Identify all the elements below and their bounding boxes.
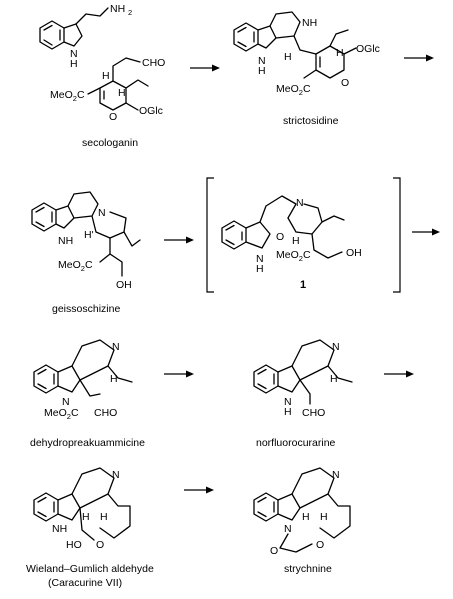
nh2-label: NH: [110, 3, 125, 15]
wieland-name: Wieland–Gumlich aldehyde: [26, 563, 154, 575]
strychnine-n1-label: N: [284, 523, 292, 535]
strychnine-h2-label: H: [302, 511, 310, 523]
strictosidine-h2: H: [336, 47, 344, 59]
arrow-6: [384, 370, 414, 378]
arrow-3: [164, 236, 194, 244]
strychnine-ether-o: O: [316, 539, 324, 551]
wieland-h2-label: H: [82, 511, 90, 523]
geissoschizine-meo2c: MeO2C: [58, 259, 93, 273]
geissoschizine-nh-label: NH: [58, 235, 73, 247]
intermediate-h-label: H: [292, 235, 300, 247]
oglc-label: OGlc: [139, 105, 163, 117]
strictosidine-ring-o: O: [341, 77, 349, 89]
strictosidine-indole-n: N: [258, 55, 266, 67]
wieland-ring-o: O: [96, 539, 104, 551]
intermediate-o-label: O: [276, 231, 284, 243]
tryptamine-structure: NH 2 N H: [39, 3, 132, 70]
geissoschizine-h-prime: H': [84, 229, 94, 241]
arrow-2: [404, 54, 434, 62]
arrow-4: [412, 228, 440, 236]
strictosidine-h1: H: [284, 51, 292, 63]
arrow-7: [184, 486, 214, 494]
arrow-1: [190, 64, 220, 72]
strychnine-name: strychnine: [284, 563, 332, 575]
strictosidine-meo2c: MeO2C: [276, 83, 311, 97]
strychnine-structure: N N H H O O strychnine: [253, 467, 351, 575]
intermediate-meo2c: MeO2C: [276, 249, 311, 263]
norfluoro-nh-n: N: [284, 396, 292, 408]
strychnine-h-label: H: [320, 511, 328, 523]
wieland-subname: (Caracurine VII): [48, 577, 122, 589]
wieland-structure: NH N H H HO O Wieland–Gumlich aldehyde (…: [26, 467, 154, 589]
norfluoro-name: norfluorocurarine: [256, 437, 336, 449]
meo2c-label: MeO2C: [50, 89, 85, 103]
wieland-n-label: N: [112, 469, 120, 481]
intermediate-nh-n: N: [256, 253, 264, 265]
ring-o-label: O: [109, 111, 117, 123]
geissoschizine-name: geissoschizine: [52, 303, 120, 315]
dehydro-name: dehydropreakuammicine: [30, 437, 145, 449]
nh2-subscript: 2: [128, 8, 132, 17]
intermediate-nh-h: H: [256, 263, 264, 275]
wieland-nh-label: NH: [52, 523, 67, 535]
dehydropreakuammicine-structure: N N H MeO2C CHO dehydropreakuammicine: [30, 339, 145, 449]
h-label-secologanin: H: [102, 70, 110, 82]
norfluoro-n-label: N: [332, 341, 340, 353]
dehydro-cho: CHO: [94, 407, 117, 419]
indole-n-label: N: [70, 48, 78, 60]
arrow-5: [164, 370, 194, 378]
strictosidine-oglc: OGlc: [356, 43, 380, 55]
wieland-ho-label: HO: [66, 539, 82, 551]
norfluoro-cho: CHO: [302, 407, 325, 419]
h-label-secologanin-2: H: [118, 87, 126, 99]
strychnine-n2-label: N: [332, 469, 340, 481]
norfluoro-nh-h: H: [284, 406, 292, 418]
geissoschizine-structure: N NH H' MeO2C OH geissoschizine: [31, 191, 141, 315]
secologanin-structure: CHO H H MeO2C O OGlc secologanin: [50, 57, 165, 149]
indole-h-label: H: [70, 58, 78, 70]
intermediate-1-structure: O N H N H OH MeO2C 1: [221, 195, 362, 291]
norfluorocurarine-structure: N H N H CHO norfluorocurarine: [253, 339, 353, 449]
intermediate-n-label: N: [296, 197, 304, 209]
strictosidine-structure: NH N H H H OGlc O MeO2C strictosidine: [233, 11, 380, 127]
geissoschizine-n-label: N: [98, 207, 106, 219]
dehydro-n-label: N: [62, 396, 70, 408]
strictosidine-name: strictosidine: [283, 115, 339, 127]
norfluoro-h-label: H: [330, 373, 338, 385]
dehydro-n2-label: N: [112, 341, 120, 353]
dehydro-h-label: H: [110, 373, 118, 385]
intermediate-oh: OH: [346, 247, 362, 259]
geissoschizine-oh: OH: [116, 279, 132, 291]
strictosidine-nh-label: NH: [302, 17, 317, 29]
intermediate-number: 1: [300, 279, 306, 291]
secologanin-name: secologanin: [82, 137, 138, 149]
cho-label: CHO: [142, 57, 165, 69]
wieland-h-label: H: [100, 511, 108, 523]
strictosidine-indole-h: H: [258, 65, 266, 77]
dehydro-meo2c: MeO2C: [44, 407, 79, 421]
strychnine-carbonyl-o: O: [270, 545, 278, 557]
intermediate-brackets: [206, 177, 401, 293]
